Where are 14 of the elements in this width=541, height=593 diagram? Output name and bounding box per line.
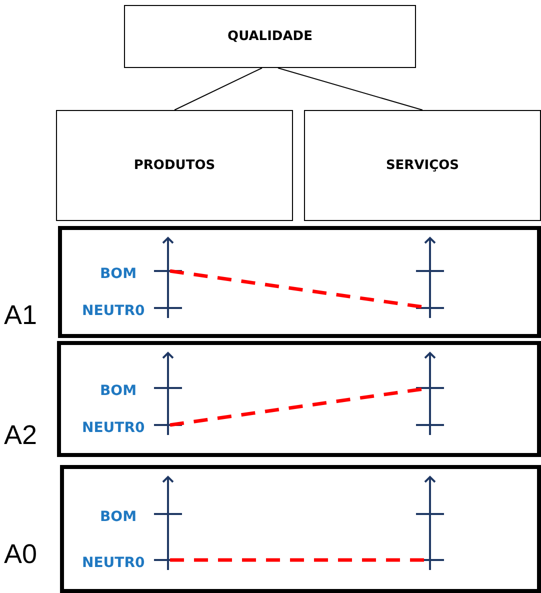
connector-line <box>174 68 262 110</box>
category-box: PRODUTOS <box>56 110 293 221</box>
level-label: BOM <box>100 510 137 524</box>
level-label: BOM <box>100 384 137 398</box>
row-label: A2 <box>4 422 38 449</box>
connector-line <box>278 68 423 110</box>
category-box: QUALIDADE <box>124 5 416 68</box>
level-label: NEUTR0 <box>82 421 145 435</box>
category-box: SERVIÇOS <box>304 110 541 221</box>
level-label: NEUTR0 <box>82 556 145 570</box>
level-label: NEUTR0 <box>82 304 145 318</box>
row-label: A1 <box>4 302 38 329</box>
row-label: A0 <box>4 541 38 568</box>
level-label: BOM <box>100 267 137 281</box>
